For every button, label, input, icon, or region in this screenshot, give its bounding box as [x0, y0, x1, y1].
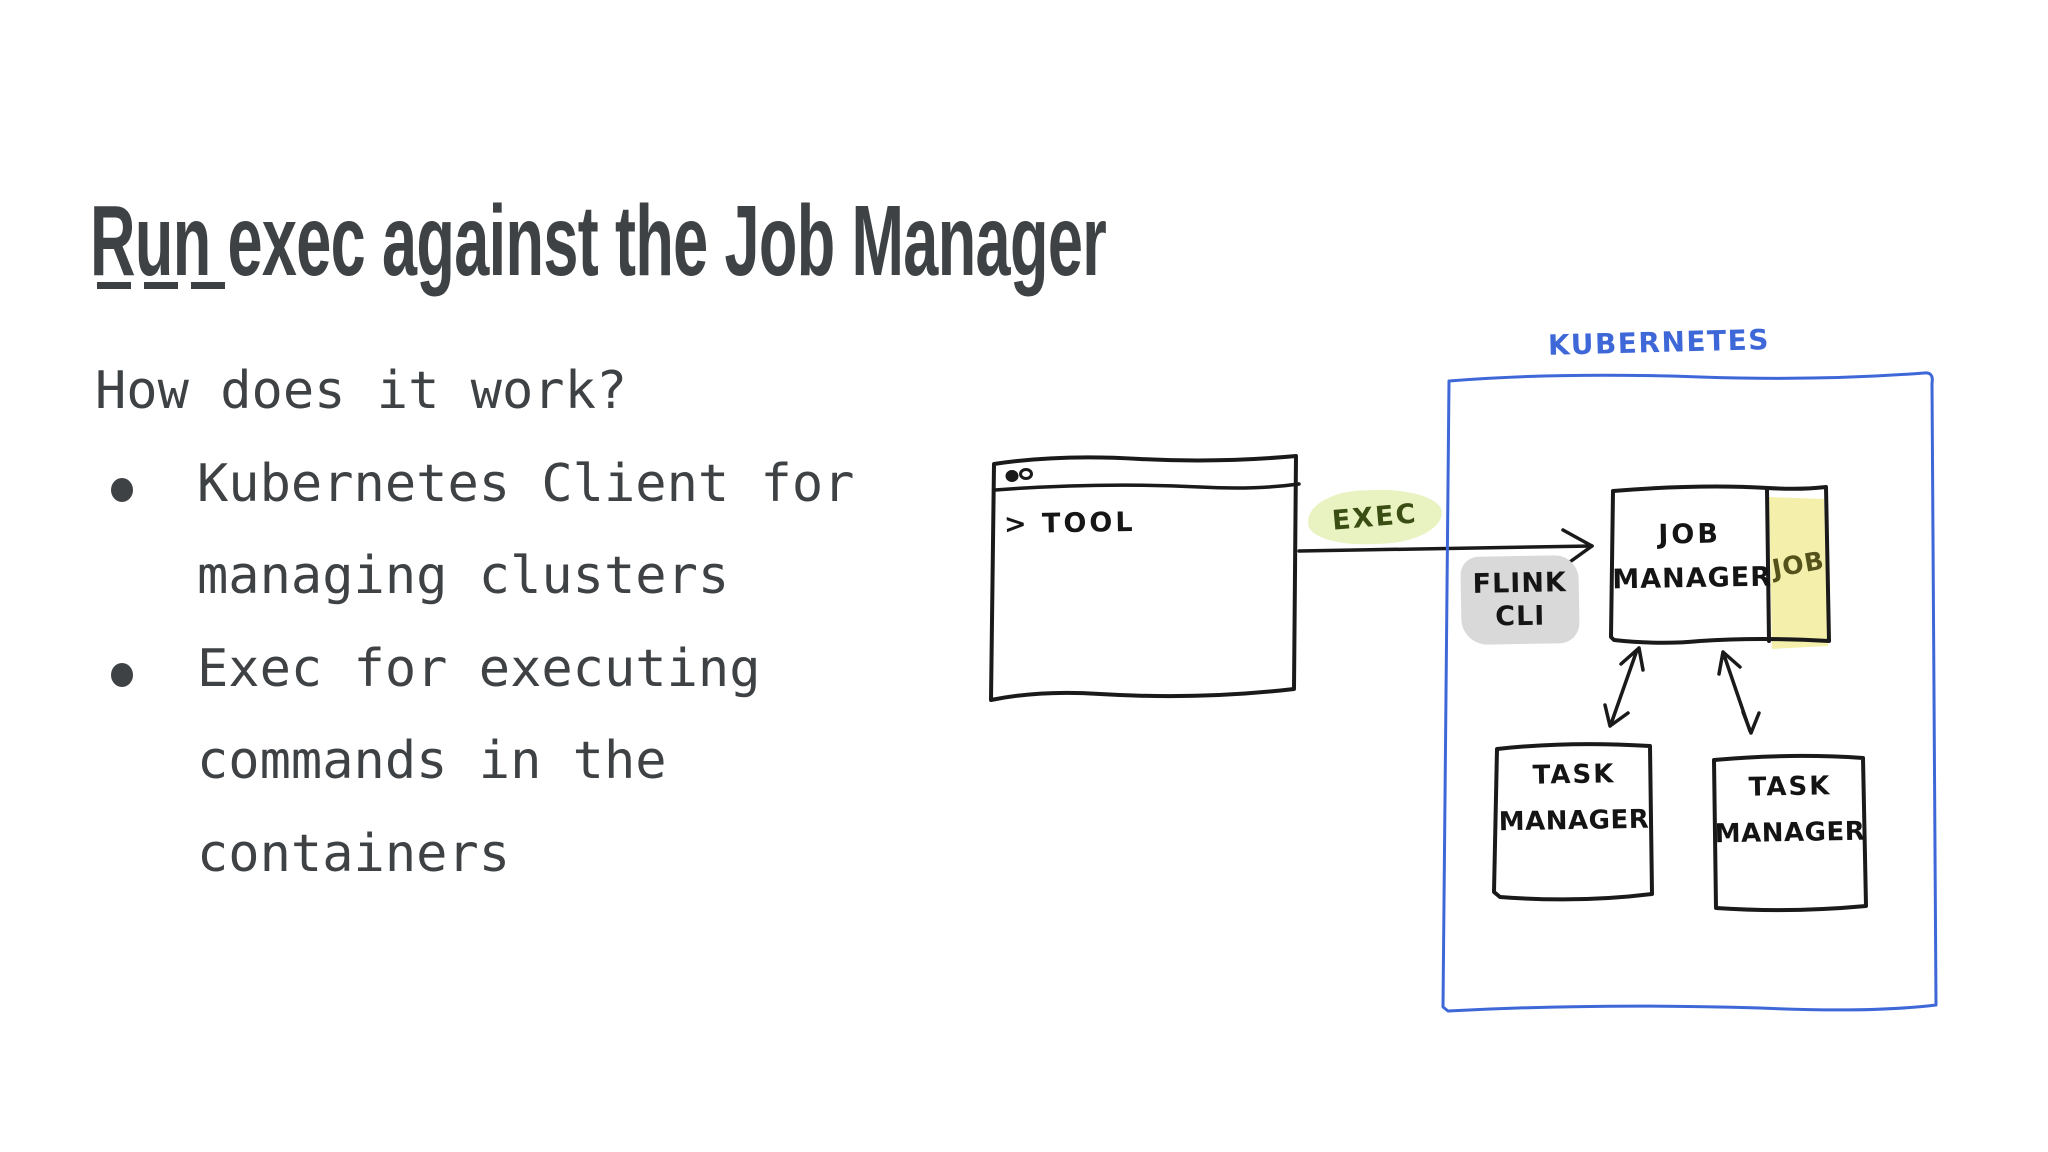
diagram-canvas: [989, 371, 1938, 1013]
page-title: Run exec against the Job Manager: [90, 185, 1107, 297]
title-underline: [97, 282, 225, 289]
flink-cli-line2: CLI: [1494, 600, 1546, 633]
kubernetes-box: [1441, 371, 1938, 1013]
job-manager-label: JOB MANAGER: [1612, 518, 1773, 596]
title-underline-dash: [144, 282, 178, 289]
kubernetes-label: KUBERNETES: [1547, 323, 1771, 362]
bullet-item: Kubernetes Client for managing clusters: [95, 438, 857, 623]
terminal-window: [989, 454, 1301, 702]
window-button-icon: [1019, 468, 1033, 480]
bullet-list: Kubernetes Client for managing clusters …: [95, 438, 995, 901]
terminal-prompt: > TOOL: [1003, 506, 1136, 541]
intro-line: How does it work?: [95, 361, 628, 421]
body-text: How does it work? Kubernetes Client for …: [95, 345, 995, 901]
task-manager-box: [1712, 753, 1868, 913]
window-button-icon: [1005, 470, 1019, 482]
title-underline-dash: [191, 282, 225, 289]
job-strip-divider: [1765, 488, 1771, 643]
job-manager-box: [1609, 484, 1831, 645]
task-manager-label: TASK MANAGER: [1498, 759, 1650, 838]
task-manager-label: TASK MANAGER: [1714, 771, 1866, 850]
jobmanager-taskmanager-arrows: [1603, 646, 1761, 735]
title-underline-dash: [97, 282, 131, 289]
job-highlight-strip: [1769, 497, 1828, 649]
bullet-item: Exec for executing commands in the conta…: [95, 623, 857, 901]
terminal-titlebar-divider: [993, 482, 1301, 492]
flink-cli-highlight: FLINK CLI: [1460, 554, 1580, 646]
exec-label: EXEC: [1331, 497, 1419, 537]
flink-cli-line1: FLINK: [1472, 567, 1568, 600]
task-manager-box: [1492, 742, 1654, 902]
